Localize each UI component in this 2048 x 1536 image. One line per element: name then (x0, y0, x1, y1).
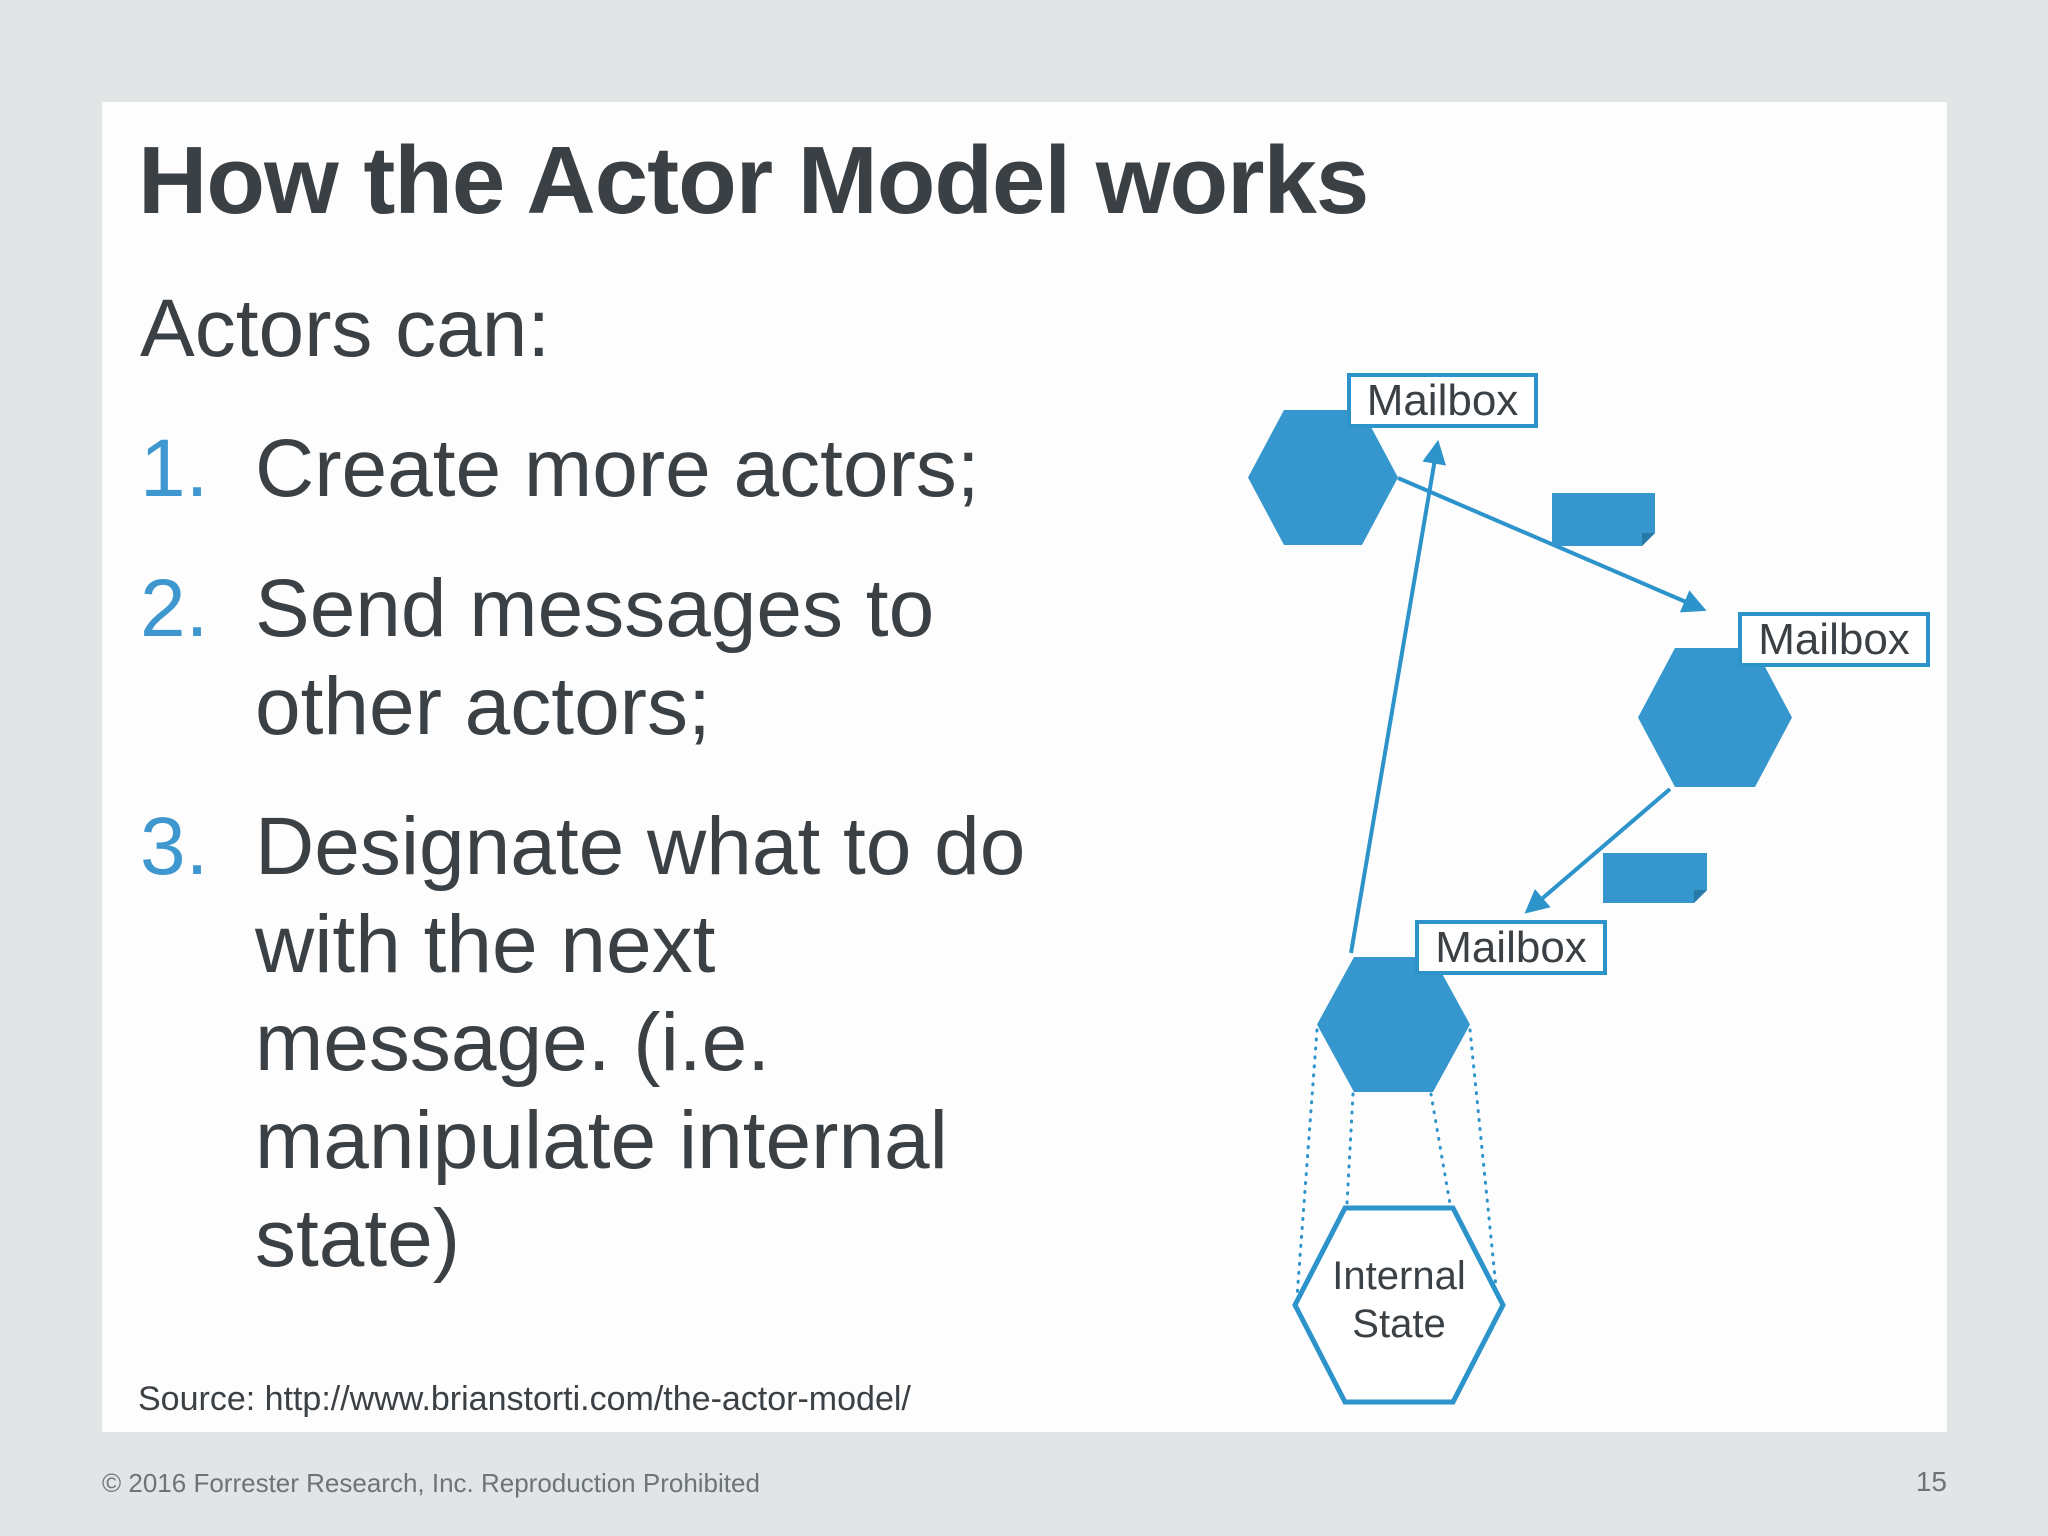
message-icon-2 (1603, 853, 1707, 903)
mailbox-label-2: Mailbox (1738, 612, 1930, 667)
list-item-line: Designate what to do (255, 801, 1026, 892)
actor-model-diagram (1248, 410, 1792, 1405)
list-item-line: with the next (255, 899, 716, 990)
mailbox-label-3: Mailbox (1415, 920, 1607, 975)
slide-title: How the Actor Model works (138, 127, 1369, 234)
intro-text: Actors can: (140, 283, 551, 374)
projection-dotted-line (1429, 1092, 1452, 1206)
list-item-line: Send messages to (255, 563, 935, 654)
slide-card: How the Actor Model works Actors can: 1.… (102, 102, 1947, 1432)
list-item-2: 2. Send messages to other actors; (140, 560, 1025, 756)
numbered-list: 1. Create more actors; 2. Send messages … (140, 420, 1025, 1330)
projection-dotted-line (1345, 1092, 1355, 1206)
actor-hexagon-1 (1248, 410, 1398, 545)
internal-state-label: Internal State (1332, 1254, 1466, 1346)
message-icon-1 (1552, 493, 1655, 546)
internal-state-hexagon (1292, 1205, 1506, 1405)
arrow-actor3-to-mailbox1 (1349, 439, 1447, 954)
list-item-line: Create more actors; (255, 423, 980, 514)
list-item-3-number: 3. (140, 801, 209, 892)
list-item-1: 1. Create more actors; (140, 420, 1025, 518)
copyright-text: © 2016 Forrester Research, Inc. Reproduc… (102, 1468, 760, 1498)
list-item-1-text: Create more actors; (255, 420, 980, 518)
list-item-3-text: Designate what to do with the next messa… (255, 798, 1025, 1288)
list-item-line: other actors; (255, 661, 711, 752)
page-number: 15 (1915, 1466, 1947, 1497)
list-item-line: state) (255, 1193, 461, 1284)
mailbox-label-1: Mailbox (1347, 373, 1538, 428)
list-item-line: manipulate internal (255, 1095, 948, 1186)
projection-dotted-line (1468, 1028, 1499, 1299)
list-item-line: message. (i.e. (255, 997, 770, 1088)
actor-hexagon-3 (1317, 957, 1470, 1092)
actor-hexagon-2 (1638, 648, 1792, 787)
list-item-2-number: 2. (140, 563, 209, 654)
list-item-2-text: Send messages to other actors; (255, 560, 934, 756)
source-text: Source: http://www.brianstorti.com/the-a… (138, 1380, 911, 1418)
projection-dotted-line (1295, 1028, 1319, 1299)
list-item-3: 3. Designate what to do with the next me… (140, 798, 1025, 1288)
message-icon-1-fold (1642, 533, 1655, 546)
arrow-actor1-to-mailbox2 (1397, 476, 1707, 613)
message-icon-2-fold (1694, 890, 1707, 903)
arrow-actor2-to-mailbox3 (1524, 787, 1672, 914)
list-item-1-number: 1. (140, 423, 209, 514)
